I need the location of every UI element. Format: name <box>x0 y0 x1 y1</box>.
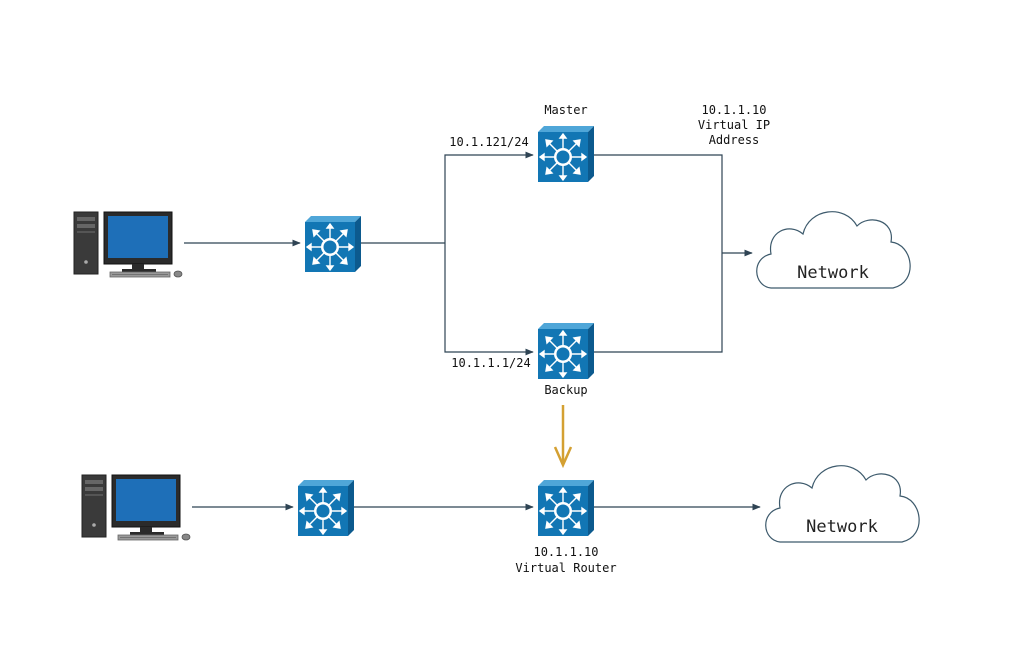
backup-label: Backup <box>544 383 587 397</box>
layer3-switch-icon <box>297 479 355 537</box>
virtual-ip-line-1: 10.1.1.10 <box>701 103 766 117</box>
master-ip-label: 10.1.121/24 <box>449 135 528 149</box>
master-label: Master <box>544 103 587 117</box>
transition-arrow-icon <box>553 405 573 469</box>
desktop-computer-icon <box>73 211 183 278</box>
virtual-ip-line-3: Address <box>709 133 760 147</box>
link-master-uplink <box>594 154 723 253</box>
network-label-bottom: Network <box>806 517 878 537</box>
network-label-top: Network <box>797 263 869 283</box>
backup-router-icon <box>537 322 595 380</box>
virtual-router-ip: 10.1.1.10 <box>533 545 598 559</box>
bottom-diagram: Network 10.1.1.10 Virtual Router <box>81 465 920 575</box>
virtual-router-label: Virtual Router <box>515 561 616 575</box>
virtual-ip-line-2: Virtual IP <box>698 118 770 132</box>
desktop-computer-icon <box>81 474 191 541</box>
link-to-master <box>444 151 534 243</box>
link-to-backup <box>444 243 534 356</box>
virtual-router-icon <box>537 479 595 537</box>
layer3-switch-icon <box>304 215 362 273</box>
link-backup-uplink <box>594 253 723 353</box>
top-diagram: Network Master Backup 10.1.121/24 10.1.1… <box>73 103 911 397</box>
backup-ip-label: 10.1.1.1/24 <box>451 356 530 370</box>
master-router-icon <box>537 125 595 183</box>
